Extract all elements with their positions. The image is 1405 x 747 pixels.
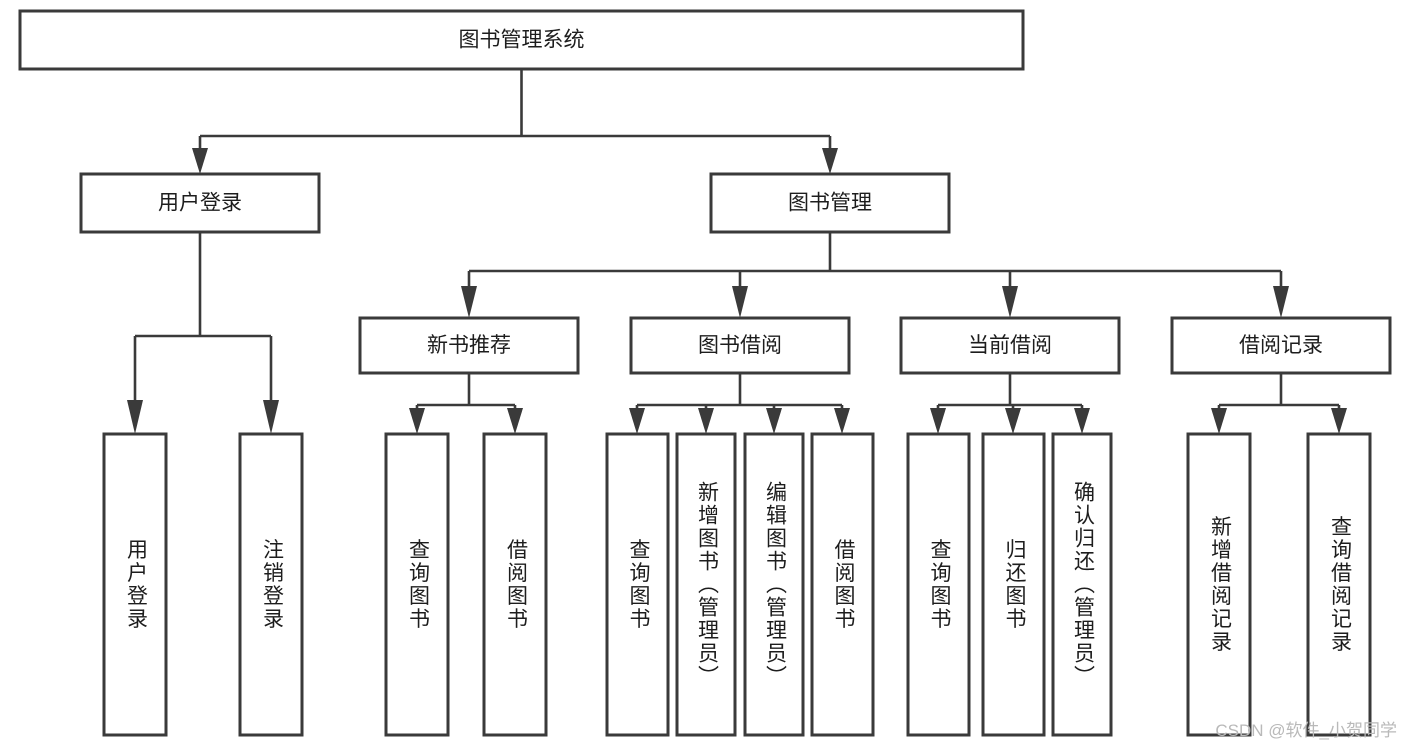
arrowhead-leaf-add-borrow-record <box>1211 408 1227 434</box>
node-book-manage[interactable]: 图书管理 <box>709 172 951 234</box>
node-leaf-edit-book-label: 编辑图书（管理员） <box>763 481 787 688</box>
arrowhead-leaf-user-logout <box>263 400 279 434</box>
connectors-layer <box>127 69 1347 434</box>
node-leaf-add-book[interactable]: 新增图书（管理员） <box>675 432 737 737</box>
node-book-manage-box[interactable] <box>709 172 951 234</box>
arrowhead-current-borrow <box>1002 286 1018 318</box>
node-leaf-query-book-recommend-box[interactable] <box>384 432 450 737</box>
node-leaf-query-book-borrow-label: 查询图书 <box>627 539 651 631</box>
node-leaf-borrow-book-recommend-label: 借阅图书 <box>504 539 528 631</box>
node-leaf-query-book-borrow-box[interactable] <box>605 432 670 737</box>
node-leaf-add-borrow-record-box[interactable] <box>1186 432 1252 737</box>
node-leaf-add-book-label: 新增图书（管理员） <box>695 481 719 688</box>
node-leaf-query-borrow-record[interactable]: 查询借阅记录 <box>1306 432 1372 737</box>
arrowhead-leaf-confirm-return <box>1074 408 1090 434</box>
node-leaf-return-book-box[interactable] <box>981 432 1046 737</box>
node-leaf-borrow-book-recommend-box[interactable] <box>482 432 548 737</box>
node-book-borrow[interactable]: 图书借阅 <box>629 316 851 375</box>
node-new-book-recommend-box[interactable] <box>358 316 580 375</box>
arrowhead-book-borrow <box>732 286 748 318</box>
arrowhead-user-login <box>192 148 208 174</box>
node-root[interactable]: 图书管理系统 <box>18 9 1025 71</box>
node-user-login[interactable]: 用户登录 <box>79 172 321 234</box>
node-borrow-record[interactable]: 借阅记录 <box>1170 316 1392 375</box>
node-leaf-query-borrow-record-label: 查询借阅记录 <box>1328 516 1352 654</box>
node-leaf-return-book[interactable]: 归还图书 <box>981 432 1046 737</box>
node-leaf-user-login-box[interactable] <box>102 432 168 737</box>
node-leaf-query-book-recommend-label: 查询图书 <box>406 539 430 631</box>
node-leaf-add-book-box[interactable] <box>675 432 737 737</box>
node-leaf-add-borrow-record[interactable]: 新增借阅记录 <box>1186 432 1252 737</box>
node-book-manage-label: 图书管理 <box>788 192 872 215</box>
node-leaf-query-book-current[interactable]: 查询图书 <box>906 432 971 737</box>
node-leaf-edit-book-box[interactable] <box>743 432 805 737</box>
node-book-borrow-label: 图书借阅 <box>698 334 782 357</box>
node-leaf-borrow-book[interactable]: 借阅图书 <box>810 432 875 737</box>
arrowhead-leaf-query-book-borrow <box>629 408 645 434</box>
node-current-borrow[interactable]: 当前借阅 <box>899 316 1121 375</box>
node-leaf-confirm-return-box[interactable] <box>1051 432 1113 737</box>
node-borrow-record-box[interactable] <box>1170 316 1392 375</box>
node-leaf-confirm-return-label: 确认归还（管理员） <box>1071 481 1095 688</box>
arrowhead-leaf-query-borrow-record <box>1331 408 1347 434</box>
node-leaf-query-book-borrow[interactable]: 查询图书 <box>605 432 670 737</box>
node-leaf-user-logout[interactable]: 注销登录 <box>238 432 304 737</box>
arrowhead-leaf-user-login <box>127 400 143 434</box>
node-book-borrow-box[interactable] <box>629 316 851 375</box>
node-current-borrow-box[interactable] <box>899 316 1121 375</box>
node-current-borrow-label: 当前借阅 <box>968 334 1052 357</box>
node-root-label: 图书管理系统 <box>459 29 585 52</box>
node-leaf-borrow-book-recommend[interactable]: 借阅图书 <box>482 432 548 737</box>
arrowhead-book-manage <box>822 148 838 174</box>
node-leaf-return-book-label: 归还图书 <box>1003 539 1027 631</box>
node-new-book-recommend-label: 新书推荐 <box>427 334 511 357</box>
node-leaf-query-borrow-record-box[interactable] <box>1306 432 1372 737</box>
arrowhead-leaf-borrow-book-recommend <box>507 408 523 434</box>
node-user-login-label: 用户登录 <box>158 192 242 215</box>
node-new-book-recommend[interactable]: 新书推荐 <box>358 316 580 375</box>
arrowhead-new-book-recommend <box>461 286 477 318</box>
node-leaf-query-book-recommend[interactable]: 查询图书 <box>384 432 450 737</box>
node-leaf-borrow-book-box[interactable] <box>810 432 875 737</box>
arrowhead-leaf-edit-book <box>766 408 782 434</box>
node-leaf-borrow-book-label: 借阅图书 <box>832 539 856 631</box>
arrowhead-leaf-add-book <box>698 408 714 434</box>
arrowhead-borrow-record <box>1273 286 1289 318</box>
node-leaf-query-book-current-box[interactable] <box>906 432 971 737</box>
node-root-box[interactable] <box>18 9 1025 71</box>
node-leaf-user-login-label: 用户登录 <box>124 539 148 631</box>
node-user-login-box[interactable] <box>79 172 321 234</box>
arrowhead-leaf-borrow-book <box>834 408 850 434</box>
csdn-watermark: CSDN @软件_小贺同学 <box>1215 721 1397 740</box>
node-leaf-add-borrow-record-label: 新增借阅记录 <box>1208 516 1232 654</box>
node-leaf-query-book-current-label: 查询图书 <box>928 539 952 631</box>
node-borrow-record-label: 借阅记录 <box>1239 334 1323 357</box>
node-leaf-user-logout-label: 注销登录 <box>260 539 284 631</box>
node-leaf-user-login[interactable]: 用户登录 <box>102 432 168 737</box>
arrowhead-leaf-query-book-current <box>930 408 946 434</box>
node-leaf-user-logout-box[interactable] <box>238 432 304 737</box>
arrowhead-leaf-return-book <box>1005 408 1021 434</box>
node-leaf-edit-book[interactable]: 编辑图书（管理员） <box>743 432 805 737</box>
arrowhead-leaf-query-book-recommend <box>409 408 425 434</box>
node-leaf-confirm-return[interactable]: 确认归还（管理员） <box>1051 432 1113 737</box>
